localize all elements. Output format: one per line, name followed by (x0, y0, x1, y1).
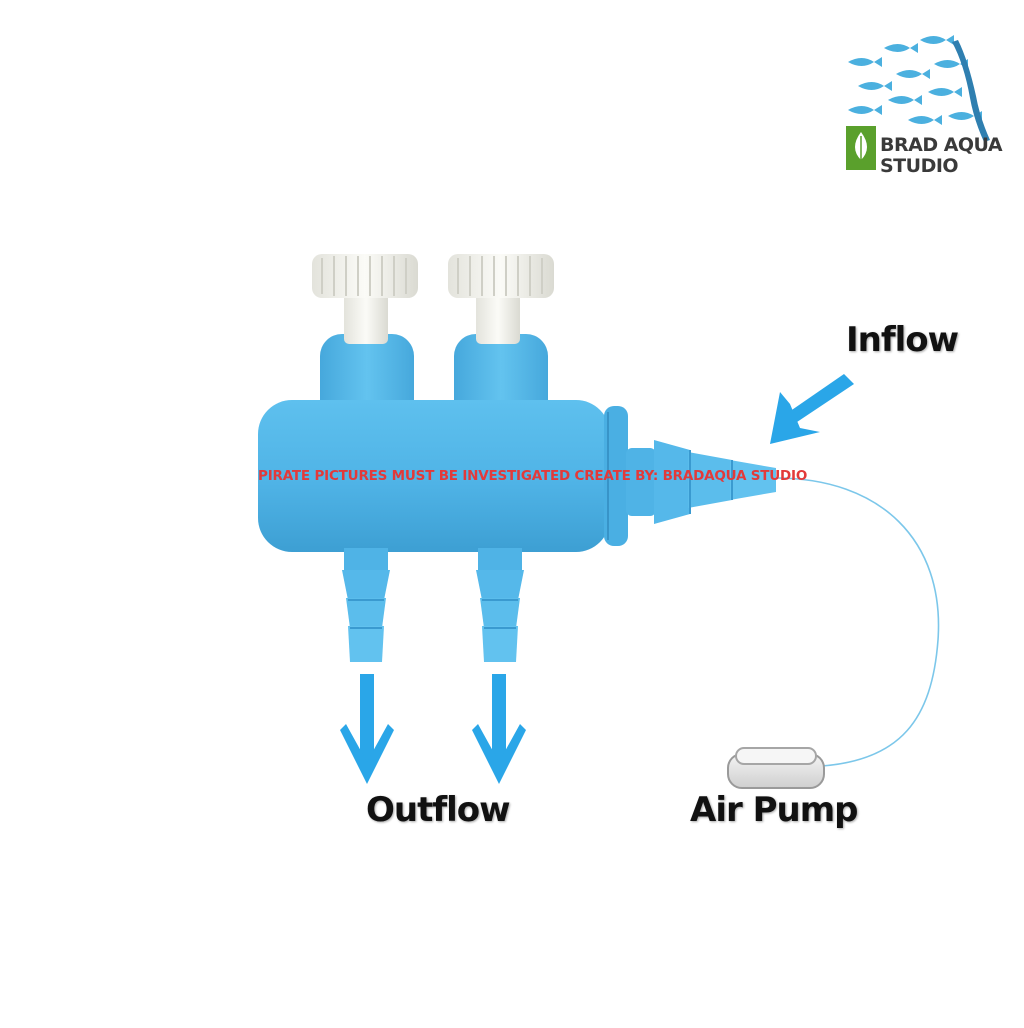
leaf-badge-icon (846, 126, 876, 170)
valve-knob-left (312, 254, 418, 298)
outflow-arrow-icon-right (472, 674, 526, 784)
outflow-arrow-icon-left (340, 674, 394, 784)
brand-name-line2: STUDIO (880, 155, 959, 177)
watermark-text: PIRATE PICTURES MUST BE INVESTIGATED CRE… (258, 468, 808, 484)
valve-shaft-left (344, 292, 388, 344)
valve-shaft-right (476, 292, 520, 344)
inflow-arrow-icon (770, 374, 854, 444)
air-line-tube (775, 477, 940, 767)
brand-name-line1: BRAD AQUA (880, 134, 1003, 156)
air-pump-label: Air Pump (690, 790, 858, 830)
air-pump-icon (727, 747, 825, 789)
inflow-label: Inflow (846, 320, 959, 360)
outflow-label: Outflow (366, 790, 511, 830)
inlet-barb (626, 440, 776, 524)
outlet-barb-right (476, 548, 524, 662)
manifold-end-cap (604, 406, 628, 546)
valve-knob-right (448, 254, 554, 298)
fish-school-logo-icon (848, 35, 990, 142)
outlet-barb-left (342, 548, 390, 662)
manifold-body (258, 400, 610, 552)
